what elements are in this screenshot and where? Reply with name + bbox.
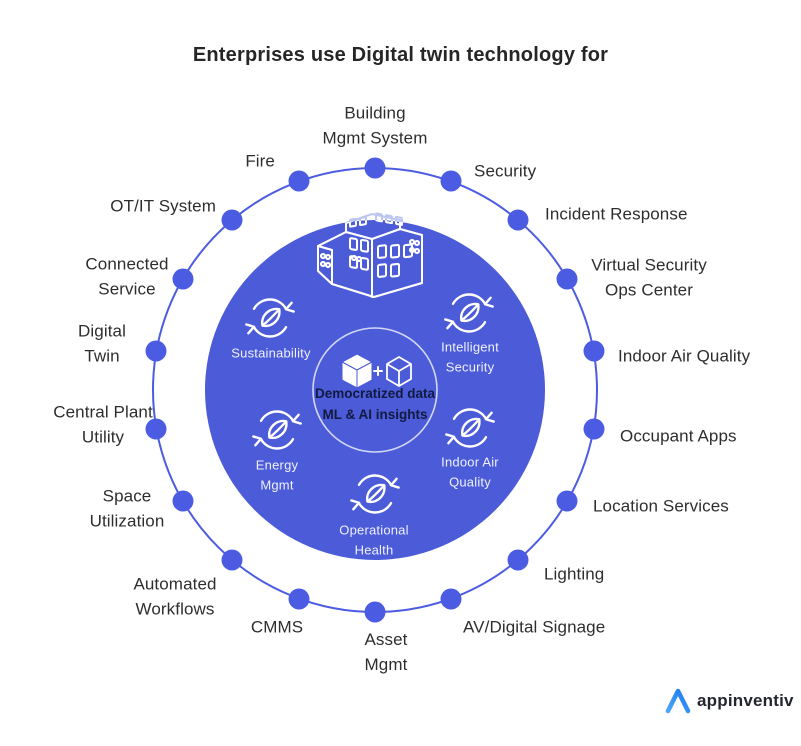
ring-dot-connected-service (172, 268, 194, 290)
ring-label-av-digital-signage: AV/Digital Signage (463, 617, 606, 637)
logo-text: appinventiv (697, 691, 794, 710)
plus-icon (373, 366, 383, 376)
inner-label-energy-mgmt: Energy Mgmt (255, 457, 299, 493)
ring-dot-central-plant-utility (145, 418, 167, 440)
ring-dot-incident-response (507, 209, 529, 231)
ring-label-incident-response: Incident Response (545, 204, 688, 224)
ring-label-building-mgmt-system: Building Mgmt System (322, 103, 428, 148)
inner-label-intelligent-security: Intelligent Security (441, 339, 499, 375)
inner-label-operational-health: Operational Health (339, 522, 409, 558)
ring-dots (145, 157, 605, 623)
appinventiv-logo: appinventiv (664, 688, 794, 714)
hub-text-line1: Democratized data (314, 386, 436, 402)
ring-dot-digital-twin (145, 340, 167, 362)
ring-dot-indoor-air-quality (583, 340, 605, 362)
ring-dot-cmms (288, 588, 310, 610)
ring-label-asset-mgmt: Asset Mgmt (364, 630, 408, 674)
ring-dot-building-mgmt-system (364, 157, 386, 179)
hub-text-line2: ML & AI insights (322, 407, 428, 422)
ring-dot-security (440, 170, 462, 192)
ring-label-ot-it-system: OT/IT System (110, 196, 216, 216)
ring-dot-asset-mgmt (364, 601, 386, 623)
ring-label-security: Security (474, 161, 537, 181)
ring-label-lighting: Lighting (544, 564, 605, 584)
ring-dot-occupant-apps (583, 418, 605, 440)
ring-label-occupant-apps: Occupant Apps (620, 426, 737, 446)
appinventiv-logo-icon (665, 688, 691, 714)
ring-label-automated-workflows: Automated Workflows (133, 574, 217, 618)
ring-dot-space-utilization (172, 490, 194, 512)
inner-label-sustainability: Sustainability (231, 345, 311, 361)
filled-cube-icon (340, 353, 374, 389)
ring-label-virtual-security-ops-center: Virtual Security Ops Center (591, 255, 707, 299)
ring-dot-ot-it-system (221, 209, 243, 231)
inner-label-indoor-air-quality: Indoor Air Quality (441, 454, 499, 490)
ring-dot-automated-workflows (221, 549, 243, 571)
hub-text: Democratized data ML & AI insights (305, 384, 445, 426)
ring-dot-fire (288, 170, 310, 192)
ring-dot-location-services (556, 490, 578, 512)
ring-label-connected-service: Connected Service (85, 254, 169, 298)
outline-cube-icon (386, 356, 412, 387)
ring-label-digital-twin: Digital Twin (78, 321, 126, 365)
ring-label-indoor-air-quality: Indoor Air Quality (618, 346, 751, 366)
ring-label-space-utilization: Space Utilization (89, 486, 165, 530)
ring-label-central-plant-utility: Central Plant Utility (53, 402, 153, 446)
ring-dot-virtual-security-ops-center (556, 268, 578, 290)
ring-dot-lighting (507, 549, 529, 571)
ring-label-cmms: CMMS (250, 617, 304, 637)
ring-label-fire: Fire (245, 151, 275, 171)
ring-dot-av-digital-signage (440, 588, 462, 610)
page-title: Enterprises use Digital twin technology … (192, 44, 609, 66)
hub-circle (312, 327, 438, 453)
ring-label-location-services: Location Services (593, 496, 729, 516)
